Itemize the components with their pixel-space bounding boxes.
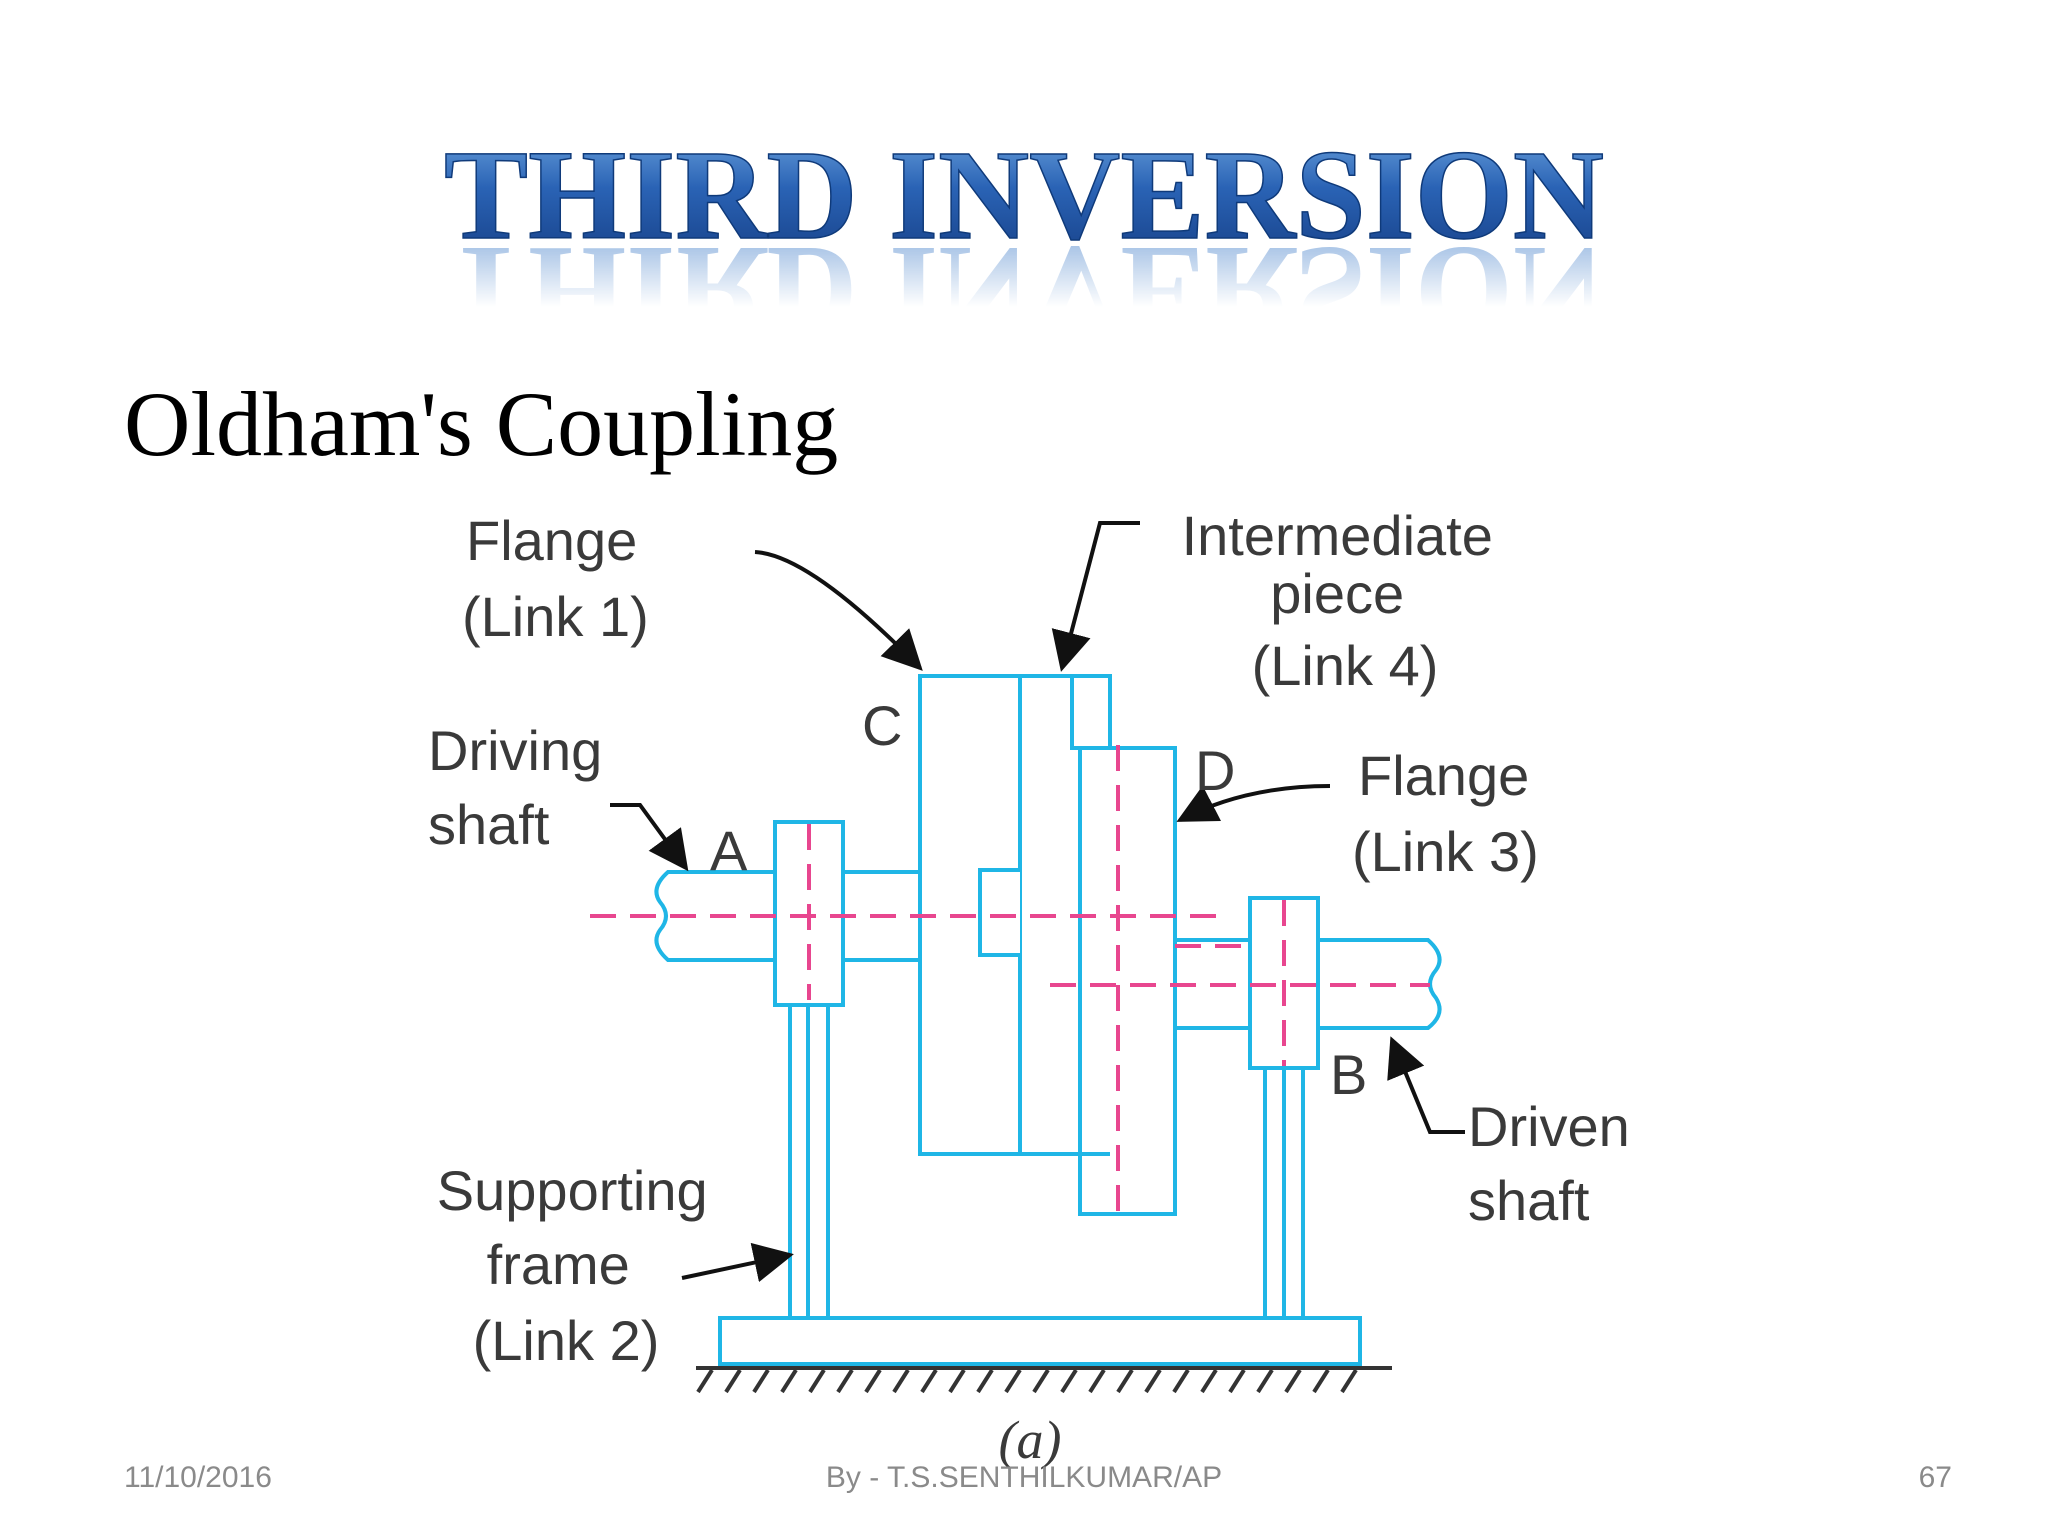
leader-arrows bbox=[610, 521, 1465, 1283]
ground-hatch-mark bbox=[1228, 1368, 1246, 1394]
ground-hatch-mark bbox=[1200, 1368, 1218, 1394]
ground-hatch-mark bbox=[1312, 1368, 1330, 1394]
ground-hatch-mark bbox=[1004, 1368, 1022, 1394]
footer-date: 11/10/2016 bbox=[124, 1461, 272, 1494]
slide-title-area: THIRD INVERSION THIRD INVERSION bbox=[0, 120, 2048, 362]
diagram-caption: (a) bbox=[999, 1410, 1062, 1470]
support-column-left bbox=[788, 1003, 830, 1320]
label-point-d: D bbox=[1195, 739, 1235, 802]
arrow-flange-link3 bbox=[1176, 784, 1331, 822]
ground-hatch-mark bbox=[1088, 1368, 1106, 1394]
slide-title-graphic: THIRD INVERSION THIRD INVERSION bbox=[443, 123, 1605, 362]
footer-author: By - T.S.SENTHILKUMAR/AP bbox=[825, 1461, 1223, 1494]
ground-hatch-mark bbox=[892, 1368, 910, 1394]
slide-title: THIRD INVERSION bbox=[444, 124, 1604, 266]
ground-base bbox=[718, 1316, 1362, 1366]
ground-hatch-mark bbox=[1060, 1368, 1078, 1394]
slide-subtitle: Oldham's Coupling bbox=[124, 373, 839, 475]
ground-hatch-mark bbox=[724, 1368, 742, 1394]
flange-link3-body bbox=[1078, 746, 1177, 1216]
arrow-intermediate bbox=[1051, 521, 1140, 672]
slide-title-reflection: THIRD INVERSION bbox=[444, 220, 1604, 360]
label-point-c: C bbox=[862, 694, 902, 757]
arrow-supporting-frame bbox=[681, 1242, 794, 1283]
arrow-flange-link1 bbox=[754, 550, 923, 671]
ground-hatch-mark bbox=[696, 1368, 714, 1394]
ground-hatching bbox=[696, 1366, 1392, 1394]
ground-hatch-mark bbox=[1144, 1368, 1162, 1394]
ground-hatch-mark bbox=[948, 1368, 966, 1394]
arrow-driving-shaft bbox=[610, 803, 689, 872]
ground-hatch-mark bbox=[1172, 1368, 1190, 1394]
label-point-b: B bbox=[1330, 1043, 1367, 1106]
ground-hatch-mark bbox=[808, 1368, 826, 1394]
ground-hatch-mark bbox=[1116, 1368, 1134, 1394]
ground-hatch-mark bbox=[1284, 1368, 1302, 1394]
footer-page-number: 67 bbox=[1918, 1461, 1952, 1494]
label-driving-shaft: Driving shaft bbox=[428, 719, 618, 856]
intermediate-piece-body bbox=[978, 674, 1112, 957]
ground-hatch-mark bbox=[752, 1368, 770, 1394]
arrow-driven-shaft bbox=[1387, 1036, 1465, 1134]
support-column-right bbox=[1263, 1066, 1305, 1320]
ground-hatch-mark bbox=[864, 1368, 882, 1394]
ground-hatch-mark bbox=[920, 1368, 938, 1394]
ground-hatch-mark bbox=[976, 1368, 994, 1394]
centre-lines bbox=[590, 745, 1430, 1215]
label-flange-link3: Flange (Link 3) bbox=[1352, 744, 1545, 883]
ground-hatch-mark bbox=[1340, 1368, 1358, 1394]
label-driven-shaft: Driven shaft bbox=[1468, 1095, 1645, 1232]
label-flange-link1: Flange (Link 1) bbox=[462, 509, 653, 648]
ground-hatch-mark bbox=[780, 1368, 798, 1394]
label-supporting-frame: Supporting frame (Link 2) bbox=[437, 1159, 723, 1372]
ground-hatch-mark bbox=[1256, 1368, 1274, 1394]
ground-hatch-mark bbox=[1032, 1368, 1050, 1394]
ground-hatch-mark bbox=[836, 1368, 854, 1394]
label-intermediate-piece: Intermediate piece (Link 4) bbox=[1182, 504, 1509, 697]
label-point-a: A bbox=[710, 819, 748, 882]
